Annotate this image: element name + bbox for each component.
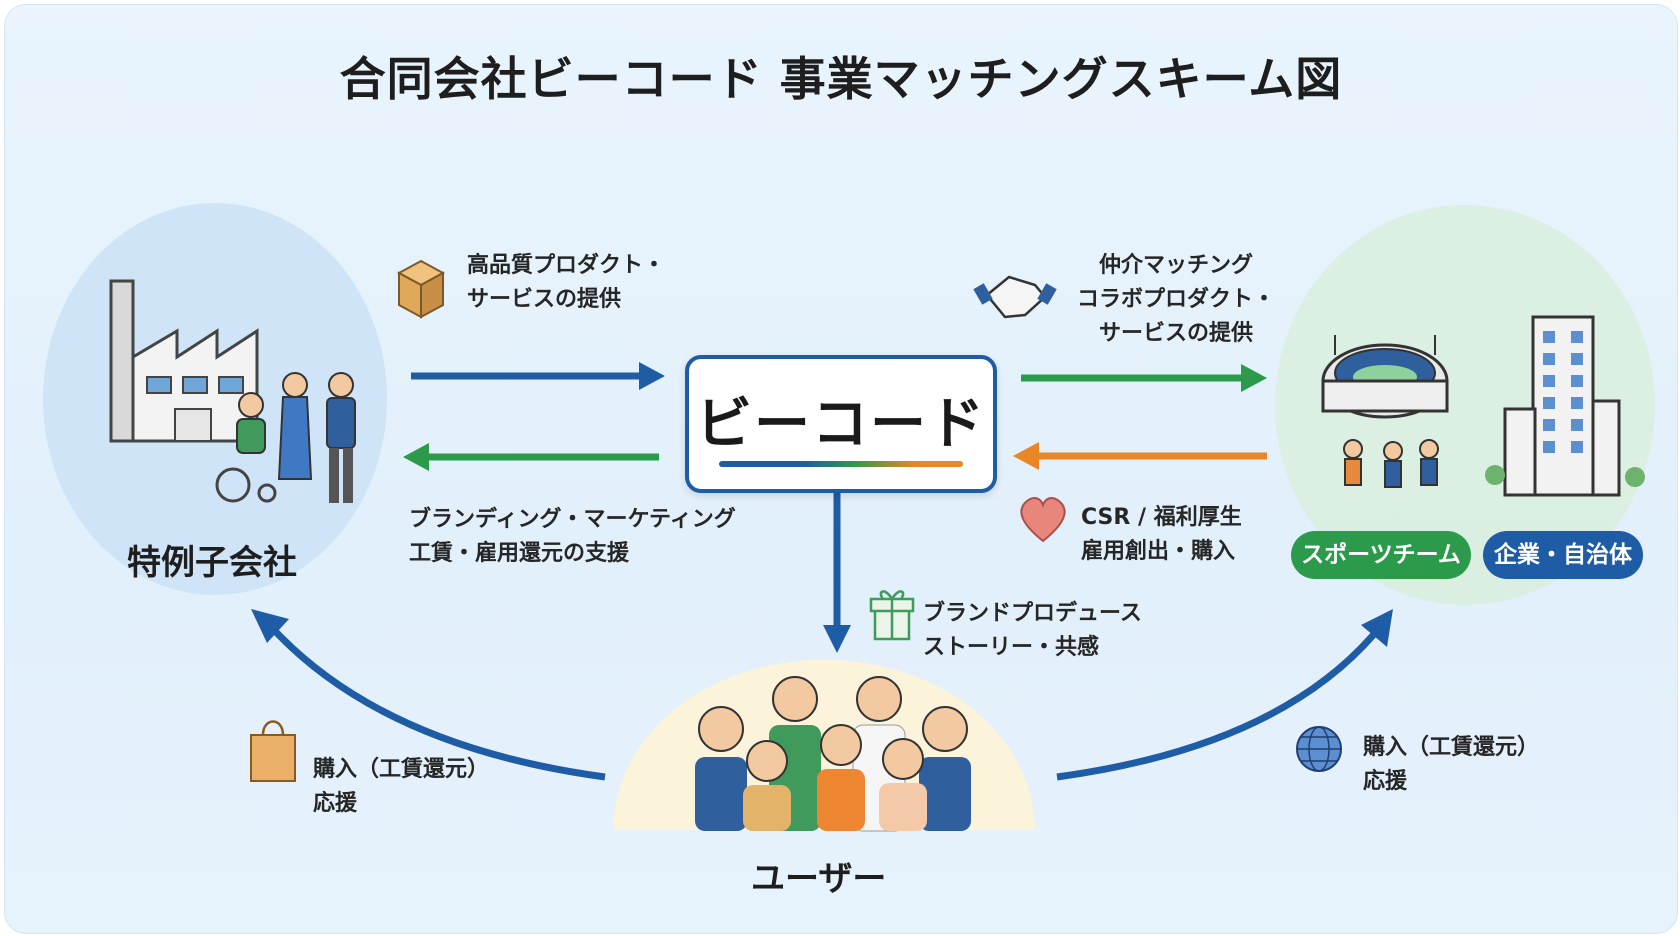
flow-label-center-to-left: ブランディング・マーケティング 工賃・雇用還元の支援 [409, 507, 736, 566]
corp-gov-pill: 企業・自治体 [1483, 531, 1643, 579]
globe-icon [1296, 726, 1342, 772]
right-circle [1275, 205, 1655, 605]
arrow-center-to-left [403, 443, 659, 471]
user-crowd-illustration [695, 676, 971, 832]
diagram-frame: 合同会社ビーコード 事業マッチングスキーム図 [4, 4, 1678, 934]
page-title: 合同会社ビーコード 事業マッチングスキーム図 [339, 52, 1343, 106]
flow-label-left-to-center: 高品質プロダクト・ サービスの提供 [467, 253, 666, 312]
arrow-left-to-center [411, 362, 665, 390]
flow-label-center-to-bottom: ブランドプロデュース ストーリー・共感 [923, 601, 1142, 660]
flow-label-center-to-right: 仲介マッチング コラボプロダクト・ サービスの提供 [1077, 253, 1276, 346]
diagram-graphics [43, 203, 1655, 832]
handshake-icon [973, 275, 1057, 319]
stadium-illustration [1321, 335, 1449, 488]
arrow-center-to-right [1021, 364, 1267, 392]
left-people-illustration [215, 372, 356, 503]
arrow-center-to-bottom [823, 489, 851, 653]
left-node-label: 特例子会社 [127, 543, 297, 583]
shopping-bag-icon [250, 720, 296, 782]
arrow-right-to-center [1013, 442, 1267, 470]
bottom-node-label: ユーザー [751, 859, 887, 899]
center-node-label: ビーコード [696, 392, 986, 457]
heart-icon [1020, 497, 1066, 543]
flow-label-bottom-to-left: 購入（工賃還元） 応援 [313, 757, 490, 816]
arrow-bottom-to-left [251, 609, 606, 781]
center-color-bar [719, 461, 963, 467]
buildings-illustration [1485, 315, 1645, 497]
arrow-bottom-to-right [1056, 609, 1393, 781]
gift-icon [869, 590, 915, 641]
box-icon [396, 259, 446, 319]
flow-label-bottom-to-right: 購入（工賃還元） 応援 [1363, 735, 1540, 794]
sports-team-pill: スポーツチーム [1291, 531, 1471, 579]
center-node: ビーコード [685, 355, 997, 493]
flow-label-right-to-center: CSR / 福利厚生 雇用創出・購入 [1081, 505, 1242, 564]
